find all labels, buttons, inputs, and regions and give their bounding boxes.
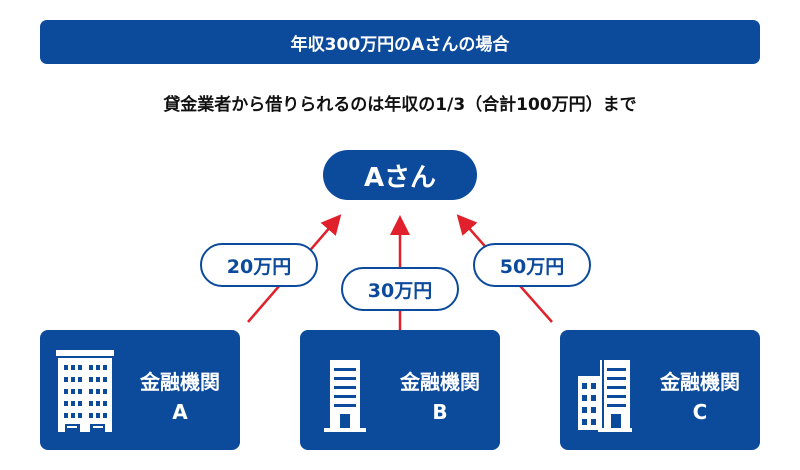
header-title: 年収300万円のAさんの場合 [290, 34, 510, 55]
bank-letter: A [172, 400, 188, 424]
office-building-icon [56, 350, 114, 432]
loan-amount-b: 30万円 [341, 267, 459, 311]
borrower-label: Aさん [363, 162, 437, 193]
loan-amount-a: 20万円 [200, 243, 318, 287]
office-building-icon [324, 360, 366, 432]
bank-c: 金融機関 C [560, 330, 760, 450]
subtitle: 貸金業者から借りられるのは年収の1/3（合計100万円）まで [163, 95, 637, 115]
loan-amount-c: 50万円 [473, 243, 591, 287]
bank-a: 金融機関 A [40, 330, 240, 450]
header-banner: 年収300万円のAさんの場合 [40, 20, 760, 64]
borrower-node: Aさん [323, 150, 477, 200]
office-buildings-icon [578, 360, 632, 432]
bank-name: 金融機関 [140, 370, 220, 394]
bank-b: 金融機関 B [300, 330, 500, 450]
bank-name: 金融機関 [400, 370, 480, 394]
bank-letter: B [432, 400, 448, 424]
bank-letter: C [692, 400, 708, 424]
bank-name: 金融機関 [660, 370, 740, 394]
